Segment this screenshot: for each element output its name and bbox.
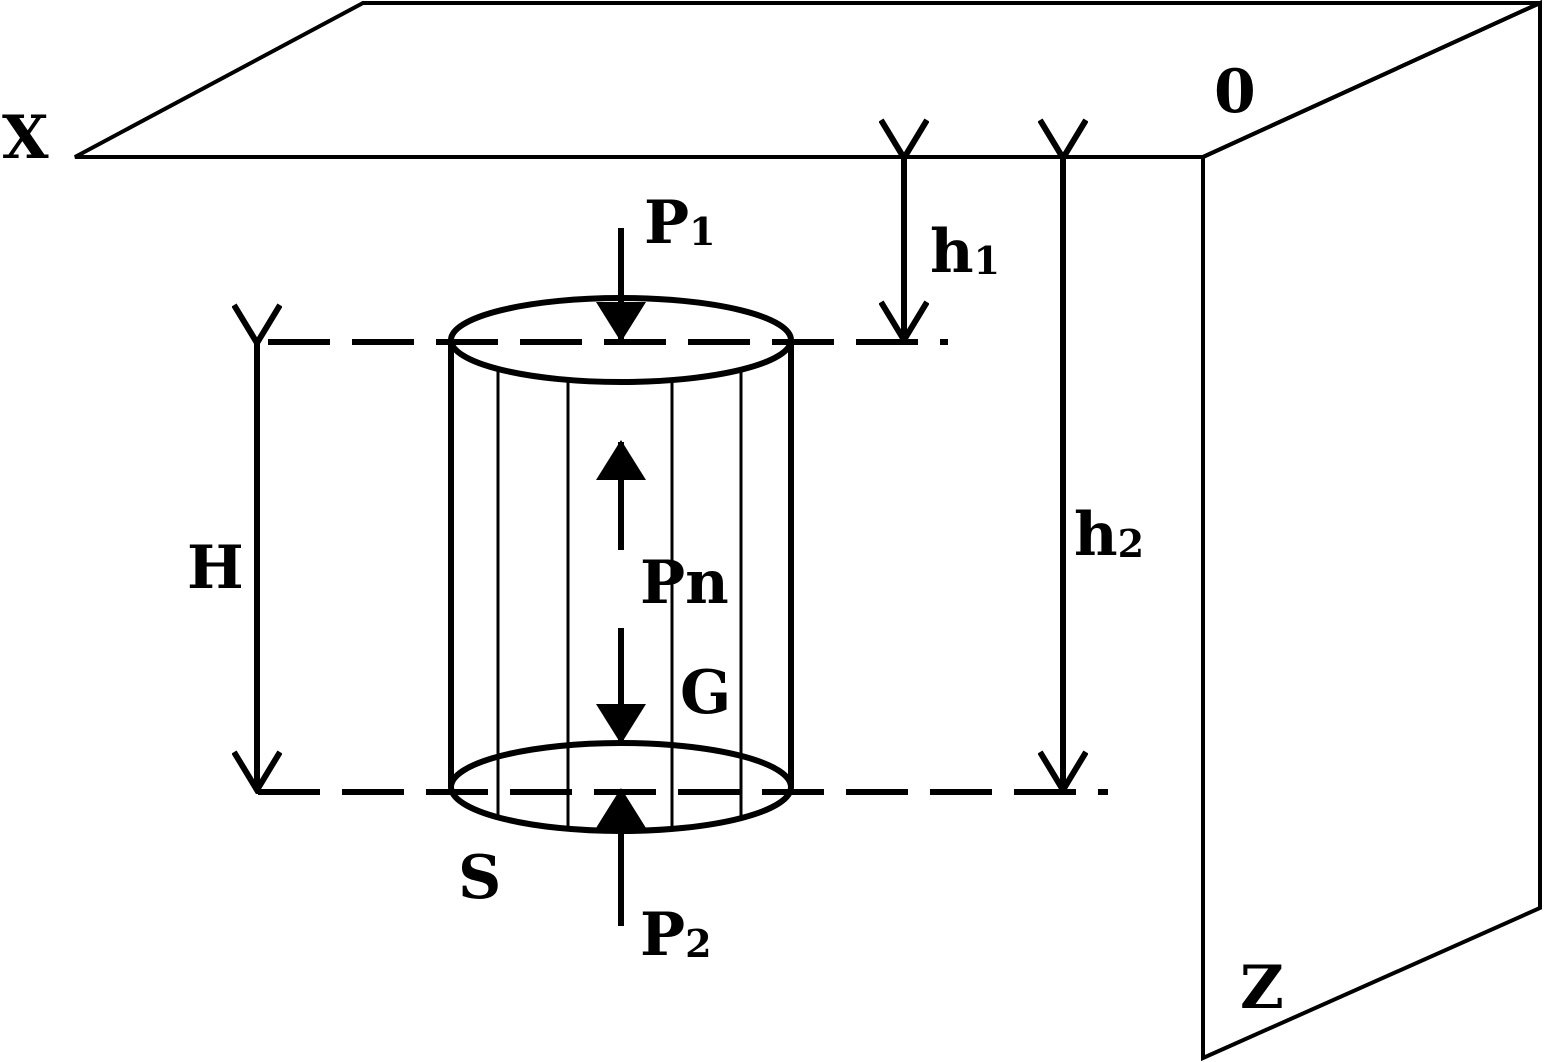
- p1-label-subscript: 1: [689, 209, 715, 254]
- h1-label-main: h: [930, 217, 974, 287]
- p2-label-main: P: [640, 900, 685, 970]
- p2-label: P2: [640, 900, 712, 970]
- h2-label-subscript: 2: [1118, 521, 1144, 566]
- x-axis-label: X: [2, 103, 49, 173]
- p1-label: P1: [644, 188, 716, 258]
- pn-label: Pn: [640, 548, 729, 618]
- area-label: S: [458, 843, 501, 913]
- origin-label: 0: [1214, 57, 1256, 127]
- side-wall-plane: [1201, 0, 1542, 1062]
- h1-label-subscript: 1: [974, 238, 1000, 283]
- h2-label-main: h: [1074, 500, 1118, 570]
- z-axis-label: Z: [1240, 953, 1284, 1023]
- h2-label: h2: [1074, 500, 1144, 570]
- liquid-column-cylinder: [448, 295, 794, 834]
- gravity-label: G: [680, 658, 731, 728]
- h1-label: h1: [930, 217, 1000, 287]
- p2-label-subscript: 2: [685, 921, 711, 966]
- p1-label-main: P: [644, 188, 689, 258]
- free-surface-plane: [74, 0, 1541, 159]
- height-label: H: [187, 533, 244, 603]
